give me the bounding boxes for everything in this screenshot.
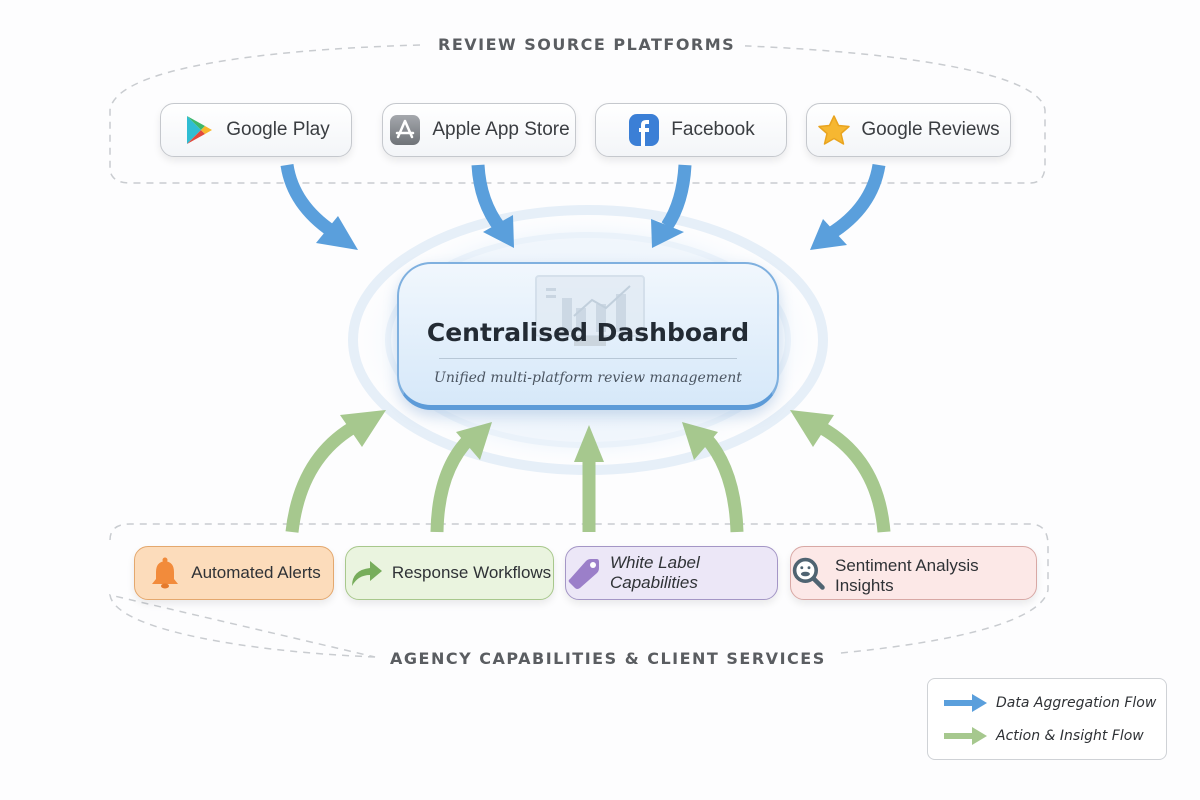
monitor-chart-icon <box>535 275 645 346</box>
source-facebook[interactable]: Facebook <box>595 103 787 157</box>
action-arrow-white-label-head <box>574 425 604 462</box>
action-arrow-sentiment-right <box>818 422 891 533</box>
capability-label: Sentiment Analysis Insights <box>835 556 979 595</box>
google-play-icon <box>182 113 216 147</box>
legend-item-action: Action & Insight Flow <box>942 726 1144 746</box>
dashboard-title: Centralised Dashboard <box>426 318 750 347</box>
star-icon <box>817 113 851 147</box>
capability-white-label[interactable]: White Label Capabilities <box>565 546 778 600</box>
aggregation-arrow-facebook-head <box>651 219 684 248</box>
aggregation-arrow-app-store <box>471 164 506 232</box>
aggregation-arrow-app-store-head <box>483 215 514 248</box>
action-arrow-workflows-head <box>456 422 492 460</box>
legend-item-aggregation: Data Aggregation Flow <box>942 693 1156 713</box>
dashboard-divider <box>439 358 737 359</box>
action-arrow-alerts-head <box>340 410 386 447</box>
legend-label: Action & Insight Flow <box>996 728 1144 744</box>
centralised-dashboard[interactable]: Centralised Dashboard Unified multi-plat… <box>397 262 779 410</box>
action-arrow-workflows <box>430 433 475 533</box>
action-arrow-sentiment-right-head <box>790 410 834 447</box>
capability-label: Response Workflows <box>391 563 552 582</box>
source-group-outline <box>109 44 1046 184</box>
blue-arrow-icon <box>944 694 987 712</box>
app-store-icon <box>388 113 422 147</box>
capability-group-outline <box>109 523 1049 658</box>
legend: Data Aggregation Flow Action & Insight F… <box>927 678 1167 760</box>
capability-response-workflows[interactable]: Response Workflows <box>345 546 554 600</box>
capability-sentiment-analysis[interactable]: Sentiment Analysis Insights <box>790 546 1037 600</box>
capability-label: White Label Capabilities <box>610 553 700 592</box>
facebook-icon <box>627 113 661 147</box>
tag-icon <box>566 555 602 591</box>
source-label: Google Reviews <box>861 119 1000 140</box>
capability-automated-alerts[interactable]: Automated Alerts <box>134 546 334 600</box>
capability-label: Automated Alerts <box>191 563 321 582</box>
action-arrow-sentiment-head <box>682 422 718 460</box>
aggregation-arrow-facebook <box>661 164 692 230</box>
share-arrow-icon <box>348 555 384 591</box>
sentiment-search-icon <box>791 556 827 592</box>
source-google-reviews[interactable]: Google Reviews <box>806 103 1011 157</box>
aggregation-arrow-google-play <box>280 163 337 238</box>
action-arrow-sentiment <box>701 433 744 533</box>
green-arrow-icon <box>944 727 987 745</box>
aggregation-arrow-google-play-head <box>316 216 358 250</box>
capabilities-title: AGENCY CAPABILITIES & CLIENT SERVICES <box>380 649 836 668</box>
source-label: Google Play <box>226 119 330 140</box>
source-label: Facebook <box>671 119 755 140</box>
dashboard-subtitle: Unified multi-platform review management <box>434 370 742 386</box>
legend-label: Data Aggregation Flow <box>996 695 1157 711</box>
source-platforms-title: REVIEW SOURCE PLATFORMS <box>428 35 746 54</box>
bell-icon <box>147 555 183 591</box>
action-arrow-alerts <box>285 422 356 533</box>
source-apple-app-store[interactable]: Apple App Store <box>382 103 576 157</box>
aggregation-arrow-google-reviews <box>826 163 886 240</box>
source-label: Apple App Store <box>432 119 570 140</box>
aggregation-arrow-google-reviews-head <box>810 219 847 250</box>
source-google-play[interactable]: Google Play <box>160 103 352 157</box>
